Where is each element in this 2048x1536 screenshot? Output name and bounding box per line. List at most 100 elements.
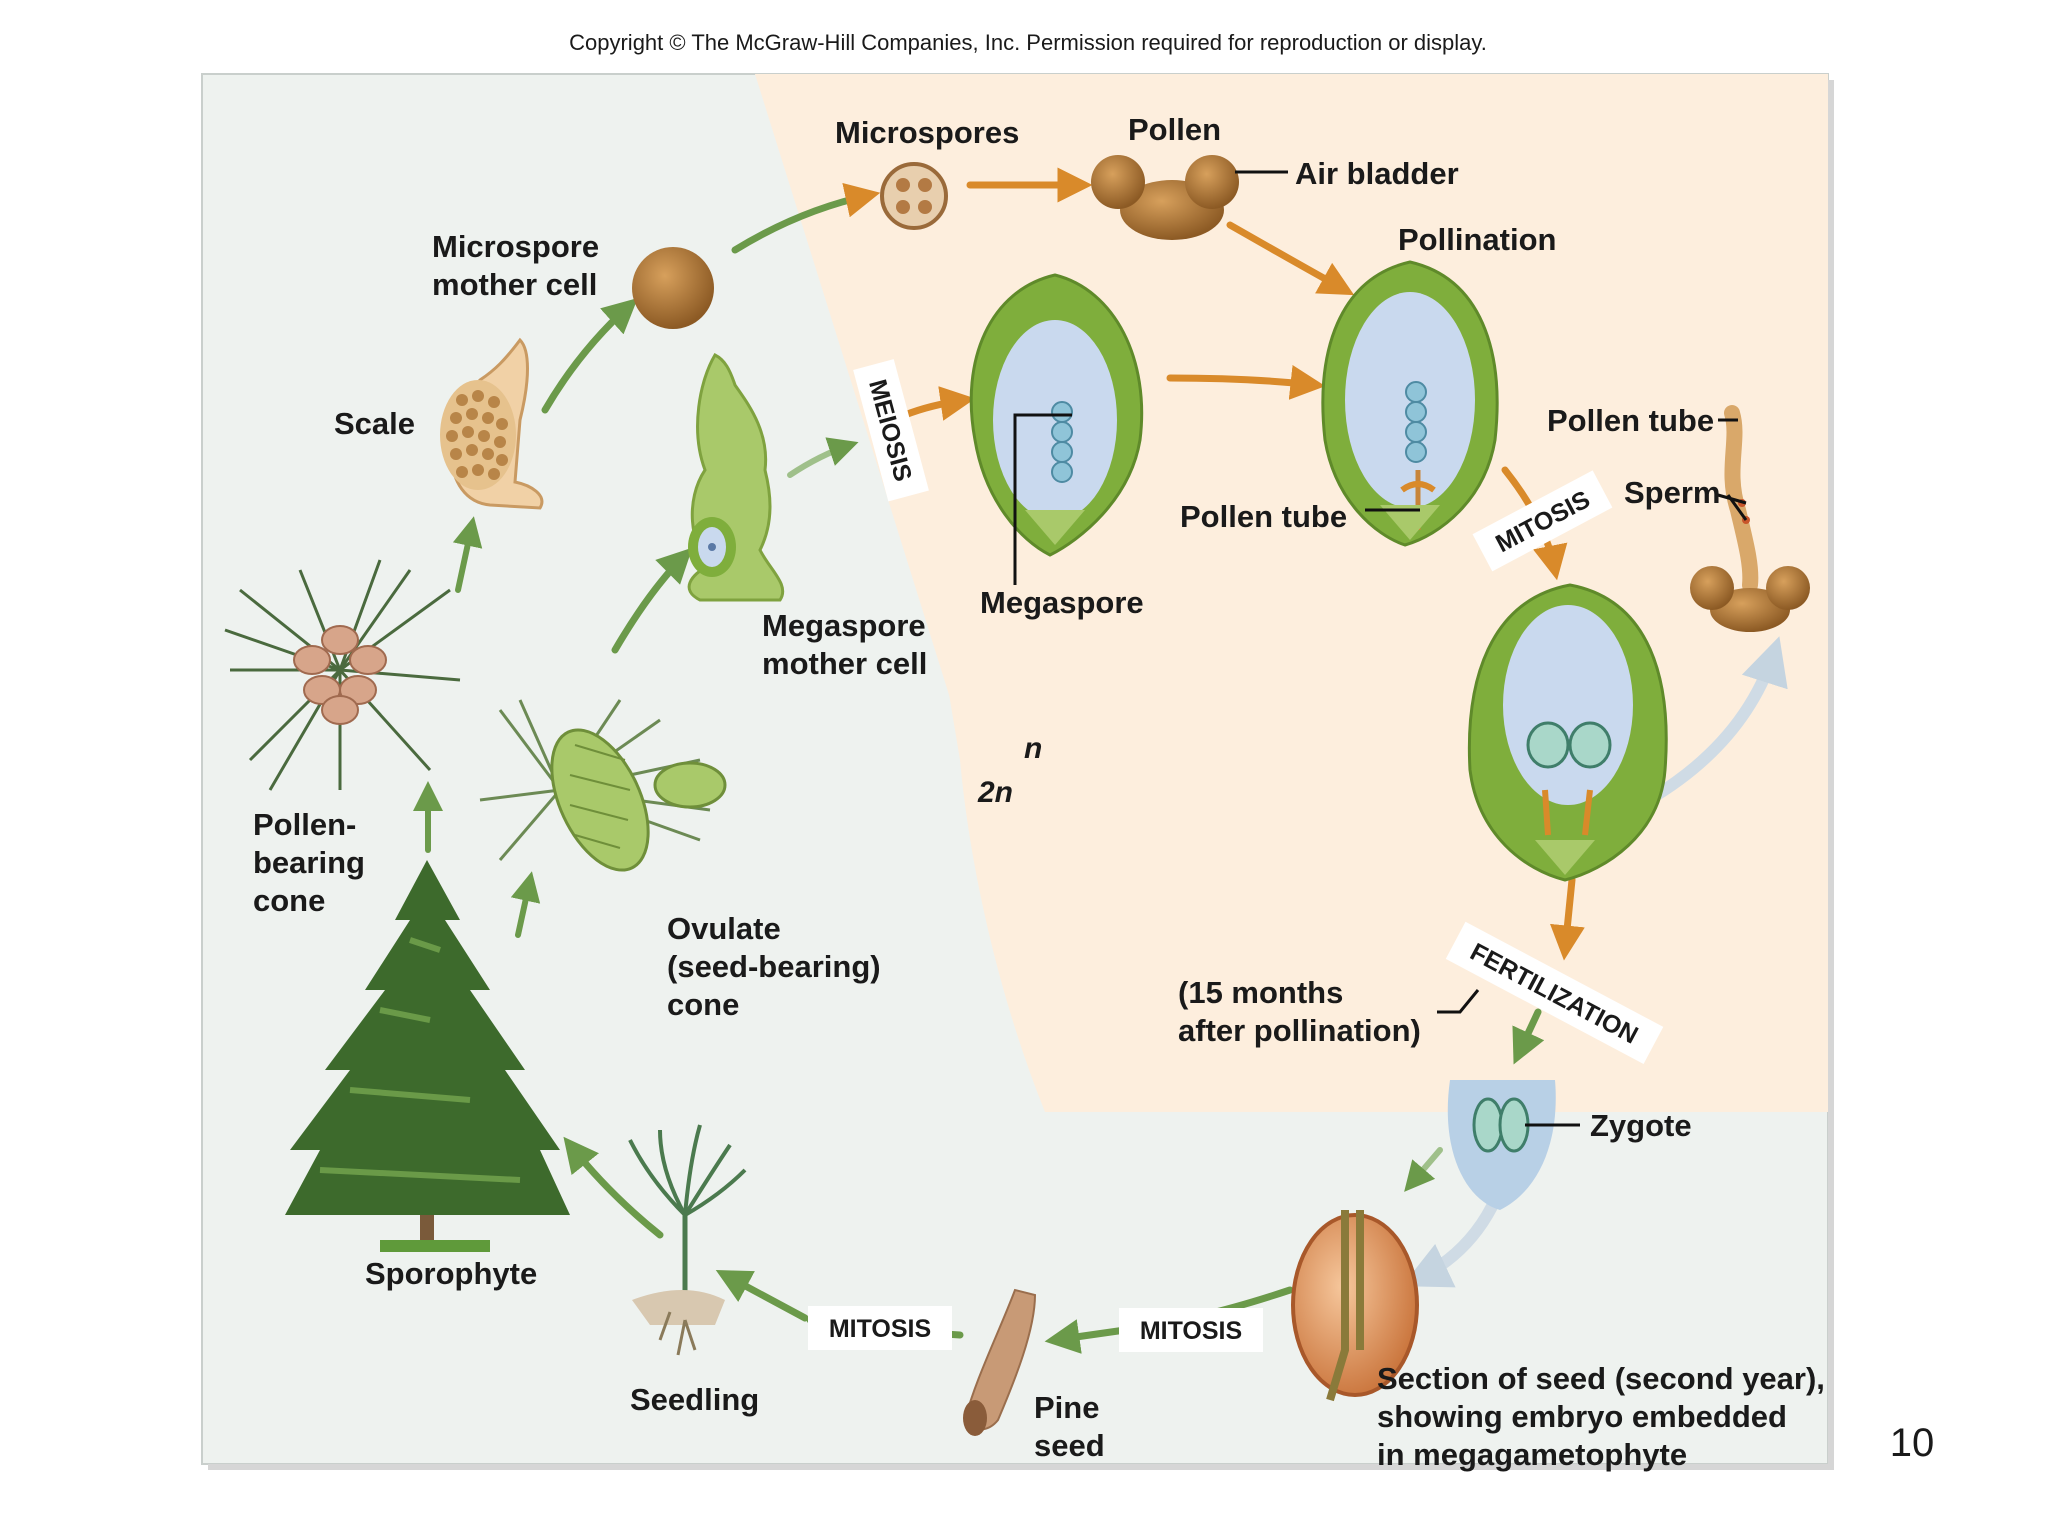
micropyle <box>1380 505 1440 540</box>
embryo <box>1326 1210 1364 1402</box>
label-scale: Scale <box>334 406 415 441</box>
mitosis-lower-right-box <box>1119 1308 1263 1352</box>
seed-section-illustration <box>1291 1210 1419 1402</box>
cotyledons <box>628 1124 747 1217</box>
label-pollen-tube-right: Pollen tube <box>1547 403 1714 438</box>
label-sporophyte: Sporophyte <box>365 1256 537 1291</box>
sperm-leader <box>1717 493 1748 521</box>
ground-grass <box>380 1240 490 1252</box>
ovulate-cone-line-1: Ovulate <box>667 911 781 946</box>
megaspore-mother-cell-illustration <box>687 353 785 602</box>
seedling-illustration <box>628 1124 747 1356</box>
pollen-dots <box>446 390 508 480</box>
arrow-mother-cell-to-microspores <box>731 183 881 254</box>
microspore-b <box>918 178 932 192</box>
arrow-to-seedling <box>715 1270 809 1322</box>
ovulate-cone-illustration <box>479 699 727 872</box>
air-bladder-right <box>1185 155 1239 209</box>
zygote-left <box>1472 1097 1504 1153</box>
page-number: 10 <box>1890 1421 1935 1465</box>
arrow-ovule-to-pollinated-ovule <box>1166 364 1326 400</box>
months-leader <box>1437 989 1480 1014</box>
label-pollen-bearing-cone: Pollen- bearing cone <box>253 807 374 918</box>
pollinated-ovule-illustration <box>1321 260 1499 547</box>
label-megaspore: Megaspore <box>980 585 1144 620</box>
arrow-pollen-cone-to-scale <box>452 516 483 593</box>
pollen-grain-illustration <box>1091 155 1239 240</box>
arrow-mature-ovule-to-fertilization <box>1550 876 1585 961</box>
microstrobili <box>293 625 387 725</box>
frame-shadow <box>1828 80 1834 1470</box>
mitosis-lower-left-box <box>808 1306 952 1350</box>
label-pine-seed: Pine seed <box>1034 1390 1108 1463</box>
ploidy-haploid: n <box>1024 732 1042 765</box>
arrow-tree-to-ovulate <box>510 871 541 938</box>
stage-mitosis-lower-left: MITOSIS <box>808 1306 952 1350</box>
arrow-scale-to-mother-cell <box>541 297 638 414</box>
scale-illustration <box>440 337 544 510</box>
pollen-tubes <box>1542 789 1593 836</box>
label-microspores: Microspores <box>835 115 1019 150</box>
seed-cone-side <box>653 761 727 809</box>
ovulate-cone-line-3: cone <box>667 987 739 1022</box>
arrow-fertilization-to-zygote <box>1512 1008 1545 1065</box>
label-seedling: Seedling <box>630 1382 759 1417</box>
label-ovulate-cone: Ovulate (seed-bearing) cone <box>667 911 889 1022</box>
frame-shadow-bottom <box>208 1464 1834 1470</box>
micropyle <box>1025 510 1085 545</box>
label-pollination: Pollination <box>1398 222 1556 257</box>
copyright-notice: Copyright © The McGraw-Hill Companies, I… <box>569 30 1487 55</box>
arrow-meiosis-to-ovule <box>901 386 976 421</box>
label-air-bladder: Air bladder <box>1295 156 1459 191</box>
pine-seed-line-1: Pine <box>1034 1390 1099 1425</box>
microspore-mother-cell-line-2: mother cell <box>432 267 597 302</box>
sporophyte-illustration <box>285 860 570 1252</box>
arrow-pollen-to-pollination <box>1226 221 1355 296</box>
pine-seed-illustration <box>963 1288 1037 1436</box>
label-sperm: Sperm <box>1624 475 1720 510</box>
months-note-line-2: after pollination) <box>1178 1013 1421 1048</box>
label-pollen: Pollen <box>1128 112 1221 147</box>
roots <box>658 1311 697 1356</box>
microspores-illustration <box>880 162 948 230</box>
egg-left <box>1526 721 1570 769</box>
microspore-c <box>896 200 910 214</box>
months-note-line-1: (15 months <box>1178 975 1343 1010</box>
arrow-ovulate-to-mm-cell <box>611 547 693 654</box>
arrow-seedling-to-sporophyte <box>563 1136 664 1239</box>
pollen-bearing-cone-illustration <box>224 559 461 791</box>
seed-body <box>963 1400 987 1436</box>
micropyle <box>1535 840 1595 875</box>
microspore-a <box>896 178 910 192</box>
ovulate-cone-line-2: (seed-bearing) <box>667 949 881 984</box>
arrow-pine-seed-to-seedling <box>1044 1319 1129 1354</box>
mm-cell-nucleus <box>708 543 716 551</box>
seed-section-line-3: in megagametophyte <box>1377 1437 1687 1472</box>
label-months-note: (15 months after pollination) <box>1178 975 1421 1048</box>
stage-mitosis-lower-right: MITOSIS <box>1119 1308 1263 1352</box>
tree-highlights <box>319 937 521 1183</box>
zygote-right <box>1498 1097 1530 1153</box>
stage-meiosis: MEIOSIS <box>853 359 929 502</box>
seed-section-line-1: Section of seed (second year), <box>1377 1361 1825 1396</box>
pine-seed-line-2: seed <box>1034 1428 1105 1463</box>
megaspore-mother-cell-line-2: mother cell <box>762 646 927 681</box>
label-megaspore-mother-cell: Megaspore mother cell <box>762 608 934 681</box>
mitosis-lower-left-text: MITOSIS <box>829 1315 931 1343</box>
label-zygote: Zygote <box>1590 1108 1692 1143</box>
pollen-grain-in-micropyle <box>1400 481 1436 493</box>
meiosis-box <box>853 359 929 502</box>
seed-coat <box>1291 1213 1419 1397</box>
megaspore-leader <box>1013 413 1072 585</box>
label-seed-section: Section of seed (second year), showing e… <box>1377 1361 1834 1472</box>
microspore-d <box>918 200 932 214</box>
label-pollen-tube-center: Pollen tube <box>1180 499 1347 534</box>
megaspore-cells <box>1051 401 1073 483</box>
pollen-bearing-cone-line-2: bearing <box>253 845 365 880</box>
microspore-mother-cell-illustration <box>632 247 714 329</box>
soil-clump <box>632 1290 725 1325</box>
seed-section-line-2: showing embryo embedded <box>1377 1399 1787 1434</box>
microspore-tetrad <box>880 162 948 230</box>
fertilization-box <box>1445 921 1664 1065</box>
